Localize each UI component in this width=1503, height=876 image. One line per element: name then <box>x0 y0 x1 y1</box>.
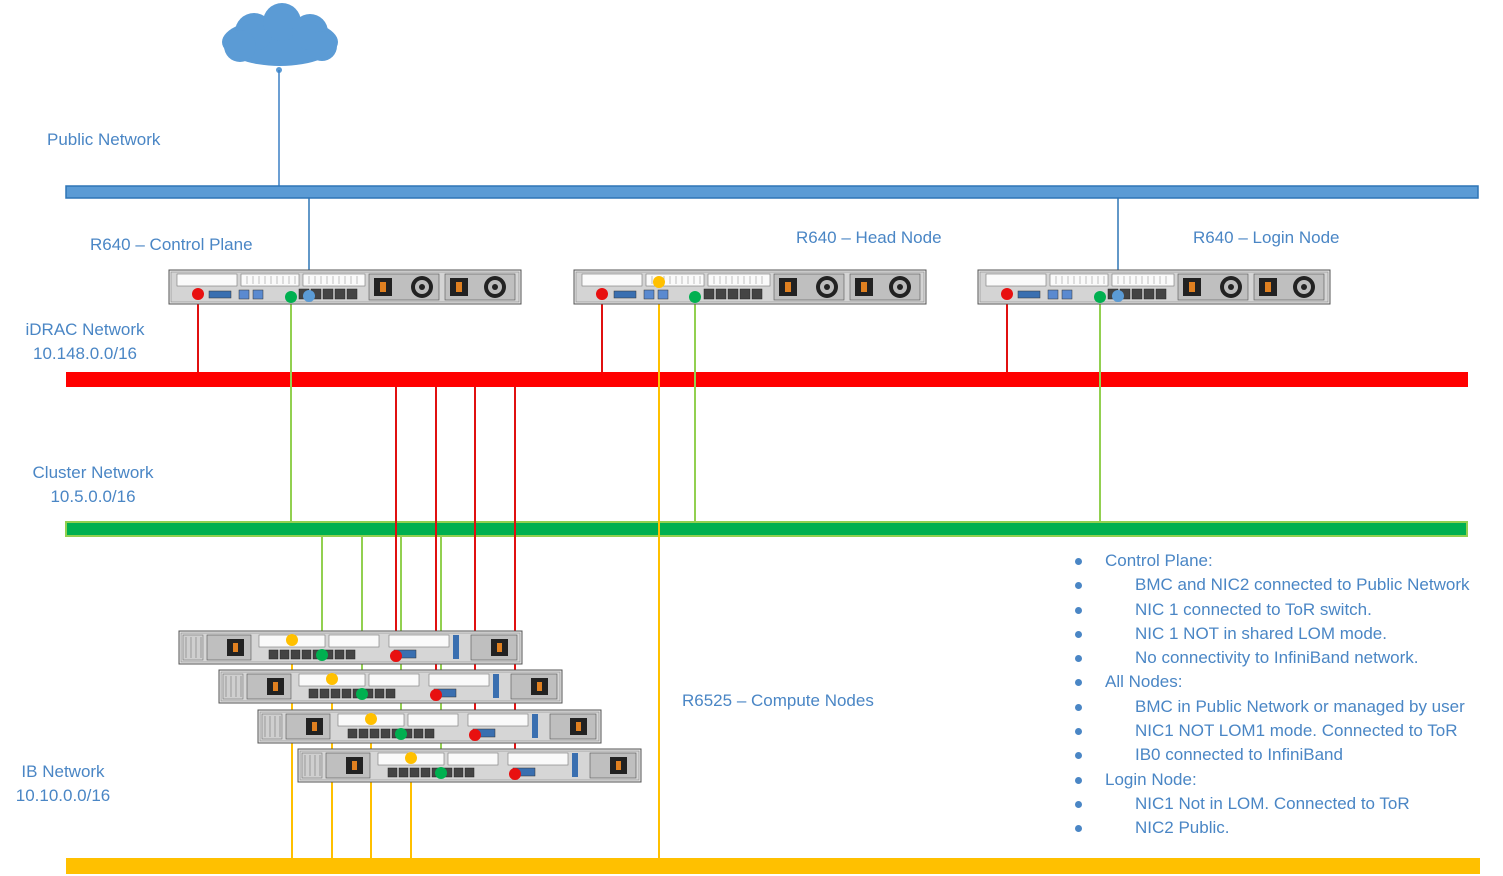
idrac-network-name: iDRAC Network <box>25 320 145 339</box>
idrac-network-subnet: 10.148.0.0/16 <box>33 344 137 363</box>
note-item: BMC and NIC2 connected to Public Network <box>1072 573 1502 597</box>
note-text: No connectivity to InfiniBand network. <box>1135 648 1419 668</box>
cluster-network-label: Cluster Network 10.5.0.0/16 <box>22 461 164 509</box>
idrac-network-label: iDRAC Network 10.148.0.0/16 <box>20 318 150 366</box>
note-item: NIC1 Not in LOM. Connected to ToR <box>1072 792 1502 816</box>
port-dot <box>469 729 481 741</box>
note-text: All Nodes: <box>1105 672 1183 692</box>
port-dot <box>395 728 407 740</box>
port-dot <box>689 291 701 303</box>
note-text: Control Plane: <box>1105 551 1213 570</box>
note-text: NIC 1 NOT in shared LOM mode. <box>1135 623 1387 643</box>
bullet-icon <box>1075 825 1082 833</box>
port-dot <box>192 288 204 300</box>
r640-idrac-links <box>197 296 1008 372</box>
bullet-icon <box>1075 679 1082 687</box>
cloud-icon <box>222 3 338 73</box>
bullet-icon <box>1075 606 1082 614</box>
public-network-label: Public Network <box>47 130 161 149</box>
r640-cluster-links <box>290 298 1101 522</box>
compute-node-server <box>257 709 602 744</box>
port-dot <box>285 291 297 303</box>
port-dot <box>653 276 665 288</box>
public-network-bus <box>65 185 1479 199</box>
r640-servers <box>168 269 1331 305</box>
compute-node-server <box>178 630 523 665</box>
port-dots <box>192 276 1124 780</box>
note-text: NIC2 Public. <box>1135 818 1230 838</box>
bullet-icon <box>1075 582 1082 590</box>
port-dot <box>286 634 298 646</box>
port-dot <box>356 688 368 700</box>
control-plane-server <box>168 269 522 305</box>
notes-list: Control Plane: BMC and NIC2 connected to … <box>1072 549 1502 841</box>
compute-node-server <box>218 669 563 704</box>
port-dot <box>1094 291 1106 303</box>
note-text: Login Node: <box>1105 769 1197 789</box>
login-node-label: R640 – Login Node <box>1193 228 1340 247</box>
port-dot <box>316 649 328 661</box>
port-dot <box>430 689 442 701</box>
bullet-icon <box>1075 630 1082 638</box>
compute-servers <box>178 630 642 783</box>
port-dot <box>326 673 338 685</box>
ib-network-label: IB Network 10.10.0.0/16 <box>5 760 121 808</box>
port-dot <box>1112 290 1124 302</box>
port-dot <box>303 290 315 302</box>
bullet-icon <box>1075 800 1082 808</box>
compute-node-server <box>297 748 642 783</box>
cluster-network-subnet: 10.5.0.0/16 <box>50 487 136 506</box>
port-dot <box>596 288 608 300</box>
note-text: BMC and NIC2 connected to Public Network <box>1135 575 1470 595</box>
note-text: NIC 1 connected to ToR switch. <box>1135 599 1372 619</box>
note-item: NIC1 NOT LOM1 mode. Connected to ToR <box>1072 719 1502 743</box>
head-node-label: R640 – Head Node <box>796 228 942 247</box>
control-plane-label: R640 – Control Plane <box>90 235 253 254</box>
ib-network-subnet: 10.10.0.0/16 <box>15 786 111 805</box>
note-item: BMC in Public Network or managed by user <box>1072 695 1502 719</box>
bullet-icon <box>1075 655 1082 663</box>
note-item: IB0 connected to InfiniBand <box>1072 743 1502 767</box>
note-item: Login Node: <box>1072 768 1502 792</box>
cluster-network-bus <box>65 521 1468 537</box>
login-node-server <box>977 269 1331 305</box>
note-item: No connectivity to InfiniBand network. <box>1072 646 1502 670</box>
cluster-network-name: Cluster Network <box>32 463 154 482</box>
note-item: NIC 1 connected to ToR switch. <box>1072 598 1502 622</box>
note-text: IB0 connected to InfiniBand <box>1135 745 1343 765</box>
note-item: NIC 1 NOT in shared LOM mode. <box>1072 622 1502 646</box>
bullet-icon <box>1075 776 1082 784</box>
note-item: All Nodes: <box>1072 670 1502 694</box>
bullet-icon <box>1075 752 1082 760</box>
bullet-icon <box>1075 703 1082 711</box>
ib-network-name: IB Network <box>21 762 105 781</box>
ib-network-bus <box>66 858 1480 874</box>
port-dot <box>405 752 417 764</box>
bullet-icon <box>1075 728 1082 736</box>
port-dot <box>509 768 521 780</box>
port-dot <box>390 650 402 662</box>
port-dot <box>1001 288 1013 300</box>
note-text: NIC1 Not in LOM. Connected to ToR <box>1135 793 1410 813</box>
bullet-icon <box>1075 558 1082 565</box>
head-node-server <box>573 269 927 305</box>
compute-nodes-label: R6525 – Compute Nodes <box>682 691 874 710</box>
note-item: Control Plane: <box>1072 549 1502 573</box>
port-dot <box>365 713 377 725</box>
port-dot <box>435 767 447 779</box>
note-text: BMC in Public Network or managed by user <box>1135 696 1465 716</box>
idrac-network-bus <box>66 372 1468 387</box>
note-text: NIC1 NOT LOM1 mode. Connected to ToR <box>1135 721 1458 741</box>
note-item: NIC2 Public. <box>1072 816 1502 840</box>
